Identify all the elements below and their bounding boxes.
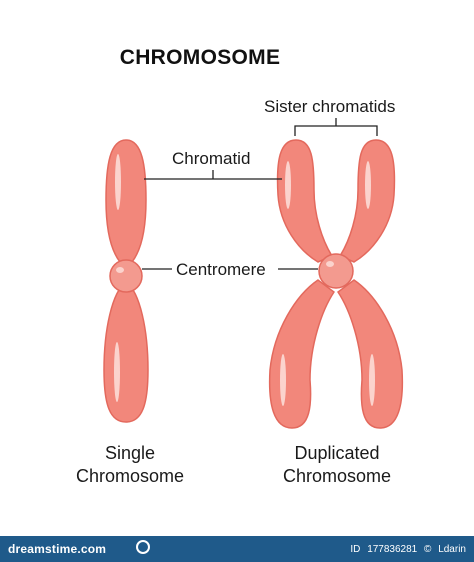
footer-brand[interactable]: dreamstime.com bbox=[8, 542, 107, 556]
duplicated-chromosome-caption: Duplicated Chromosome bbox=[262, 442, 412, 488]
chromatid-label: Chromatid bbox=[172, 149, 251, 168]
footer-author: Ldarin bbox=[438, 544, 466, 555]
single-chromosome bbox=[103, 139, 149, 423]
footer-id-label: ID bbox=[350, 544, 361, 555]
single-centromere bbox=[109, 259, 143, 293]
footer-copyright: © bbox=[424, 544, 432, 555]
dreamstime-logo-icon bbox=[136, 540, 150, 554]
right-upper-highlight bbox=[365, 161, 371, 209]
left-upper-highlight bbox=[285, 161, 291, 209]
single-lower-highlight bbox=[114, 342, 120, 402]
left-upper-arm bbox=[276, 139, 334, 263]
duplicated-centromere-highlight bbox=[326, 261, 334, 267]
duplicated-centromere bbox=[318, 253, 354, 289]
sister-chromatids-label: Sister chromatids bbox=[264, 97, 396, 116]
right-lower-arm bbox=[336, 279, 404, 429]
diagram-title: CHROMOSOME bbox=[119, 46, 281, 69]
single-lower-arm bbox=[103, 281, 149, 423]
left-lower-highlight bbox=[280, 354, 286, 406]
single-caption-line2: Chromosome bbox=[75, 466, 185, 486]
centromere-label: Centromere bbox=[176, 260, 266, 279]
duplicated-caption-line1: Duplicated bbox=[294, 443, 380, 463]
footer-id-value: 177836281 bbox=[367, 544, 418, 555]
sister-chromatids-bracket bbox=[294, 118, 378, 136]
single-centromere-highlight bbox=[116, 267, 124, 273]
single-upper-highlight bbox=[115, 154, 121, 210]
duplicated-chromosome bbox=[268, 139, 404, 429]
footer-bar: dreamstime.com ID 177836281 © Ldarin bbox=[0, 536, 474, 562]
left-lower-arm bbox=[268, 279, 336, 429]
duplicated-caption-line2: Chromosome bbox=[282, 466, 392, 486]
single-upper-arm bbox=[105, 139, 147, 269]
footer-meta: ID 177836281 © Ldarin bbox=[346, 544, 466, 555]
chromatid-leader bbox=[144, 170, 282, 180]
right-lower-highlight bbox=[369, 354, 375, 406]
leader-lines bbox=[142, 118, 378, 270]
single-chromosome-caption: Single Chromosome bbox=[60, 442, 200, 488]
single-caption-line1: Single bbox=[104, 443, 156, 463]
